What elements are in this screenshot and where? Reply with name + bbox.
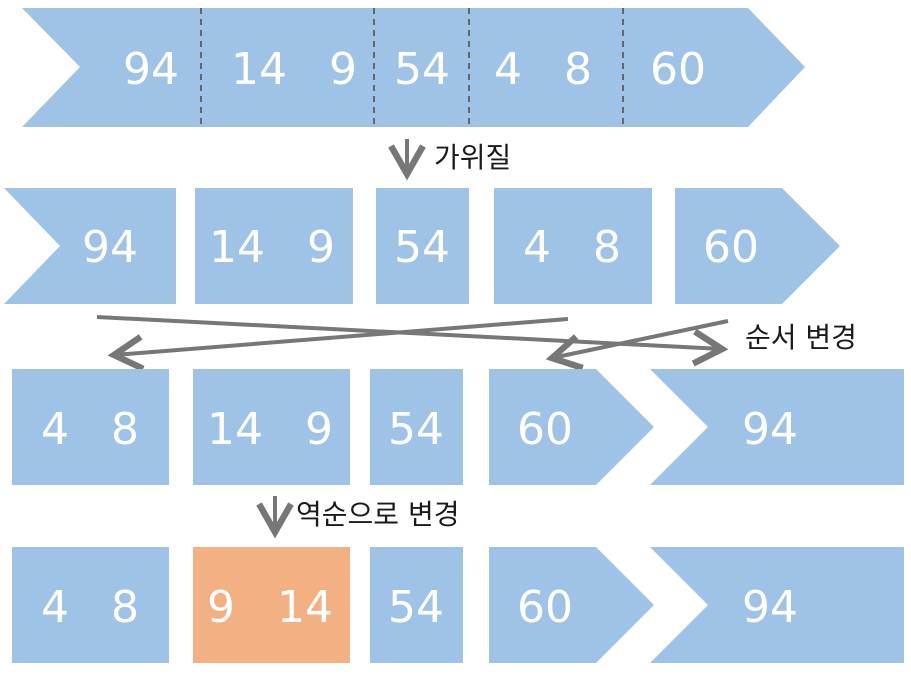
step3: 역순으로 변경 [256, 496, 459, 539]
row2-block [4, 188, 176, 304]
row3-block-text: 14 9 [207, 404, 333, 455]
row2-block-text: 14 9 [209, 222, 335, 273]
row1-segment-text: 60 [650, 44, 706, 95]
row1-segment-text: 14 9 [231, 44, 357, 95]
row1-segment-text: 54 [394, 44, 450, 95]
row3-block-text: 60 [517, 404, 573, 455]
row2-block [376, 188, 469, 304]
row1-strip-shape [22, 8, 805, 127]
row2: 94 14 9 54 4 8 60 [4, 188, 840, 304]
row3-block [12, 369, 169, 485]
row2-block-text: 60 [703, 222, 759, 273]
row2-block-text: 54 [394, 222, 450, 273]
row4-block [650, 547, 904, 663]
reorder-arrows: 순서 변경 [96, 315, 857, 372]
arrow-icon [545, 319, 729, 371]
row4-block [12, 547, 169, 663]
row1-segment-text: 94 [123, 44, 179, 95]
row1-segment-text: 4 8 [494, 44, 592, 95]
arrow-icon [107, 317, 569, 372]
row4-block-text: 60 [517, 582, 573, 633]
step3-label: 역순으로 변경 [296, 498, 459, 531]
row2-block-text: 4 8 [523, 222, 621, 273]
row2-block [494, 188, 652, 304]
step1: 가위질 [388, 139, 511, 181]
row4-block-text: 54 [388, 582, 444, 633]
row2-block-text: 94 [82, 222, 138, 273]
row3-block-text: 54 [388, 404, 444, 455]
row2-block [195, 188, 353, 304]
row3-block [193, 369, 350, 485]
step1-label: 가위질 [434, 141, 511, 174]
row3-block-text: 94 [742, 404, 798, 455]
row4-block-text: 4 8 [41, 582, 139, 633]
row4-block [489, 547, 654, 663]
row3: 4 8 14 9 54 60 94 [12, 369, 904, 485]
row3-block-text: 4 8 [41, 404, 139, 455]
row2-block [675, 188, 840, 304]
row3-block [489, 369, 654, 485]
row4-block-highlight [193, 547, 350, 663]
row4-block-text: 94 [742, 582, 798, 633]
row4: 4 8 9 14 54 60 94 [12, 547, 904, 663]
row1-strip: 94 14 9 54 4 8 60 [22, 8, 805, 127]
row4-block-text: 9 14 [207, 582, 333, 633]
row3-block [650, 369, 904, 485]
row4-block [370, 547, 463, 663]
row3-block [370, 369, 463, 485]
step2-label: 순서 변경 [745, 321, 857, 354]
